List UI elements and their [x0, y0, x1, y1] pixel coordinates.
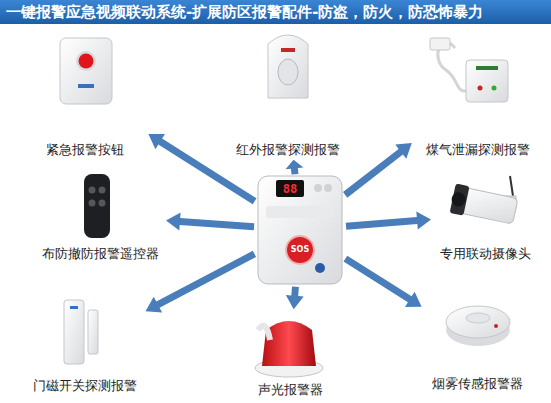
accessory-item: 门磁开关探测报警 — [28, 292, 142, 394]
accessory-item: 紧急报警按钮 — [25, 30, 145, 158]
item-label: 专用联动摄像头 — [440, 245, 531, 262]
item-label: 门磁开关探测报警 — [33, 377, 137, 394]
display-digits: 88 — [283, 182, 297, 196]
title: 一键报警应急视频联动系统-扩展防区报警配件-防盗，防火，防恐怖暴力 — [6, 3, 483, 21]
item-label: 紧急报警按钮 — [46, 141, 124, 158]
link-arrow — [146, 251, 257, 313]
accessory-item: 布防撤防报警遥控器 — [38, 170, 162, 262]
button-text: SOS — [291, 245, 309, 255]
item-label: 红外报警探测报警 — [236, 141, 340, 158]
link-arrow — [166, 213, 254, 231]
accessory-item: 声光报警器 — [245, 312, 335, 398]
link-arrow — [346, 212, 431, 230]
accessory-item: 煤气泄漏探测报警 — [415, 26, 540, 158]
alarm-host: SOS — [258, 176, 342, 284]
item-label: 布防撤防报警遥控器 — [42, 245, 159, 262]
item-label: 声光报警器 — [258, 381, 323, 398]
accessory-item: 专用联动摄像头 — [435, 168, 535, 262]
item-label: 烟雾传感报警器 — [432, 375, 523, 392]
link-arrow — [286, 160, 304, 175]
link-arrow — [344, 256, 422, 307]
accessory-item: 烟雾传感报警器 — [425, 292, 530, 392]
link-arrow — [286, 287, 304, 310]
item-label: 煤气泄漏探测报警 — [426, 141, 530, 158]
accessory-item: 红外报警探测报警 — [225, 26, 350, 158]
link-arrow — [343, 143, 412, 198]
